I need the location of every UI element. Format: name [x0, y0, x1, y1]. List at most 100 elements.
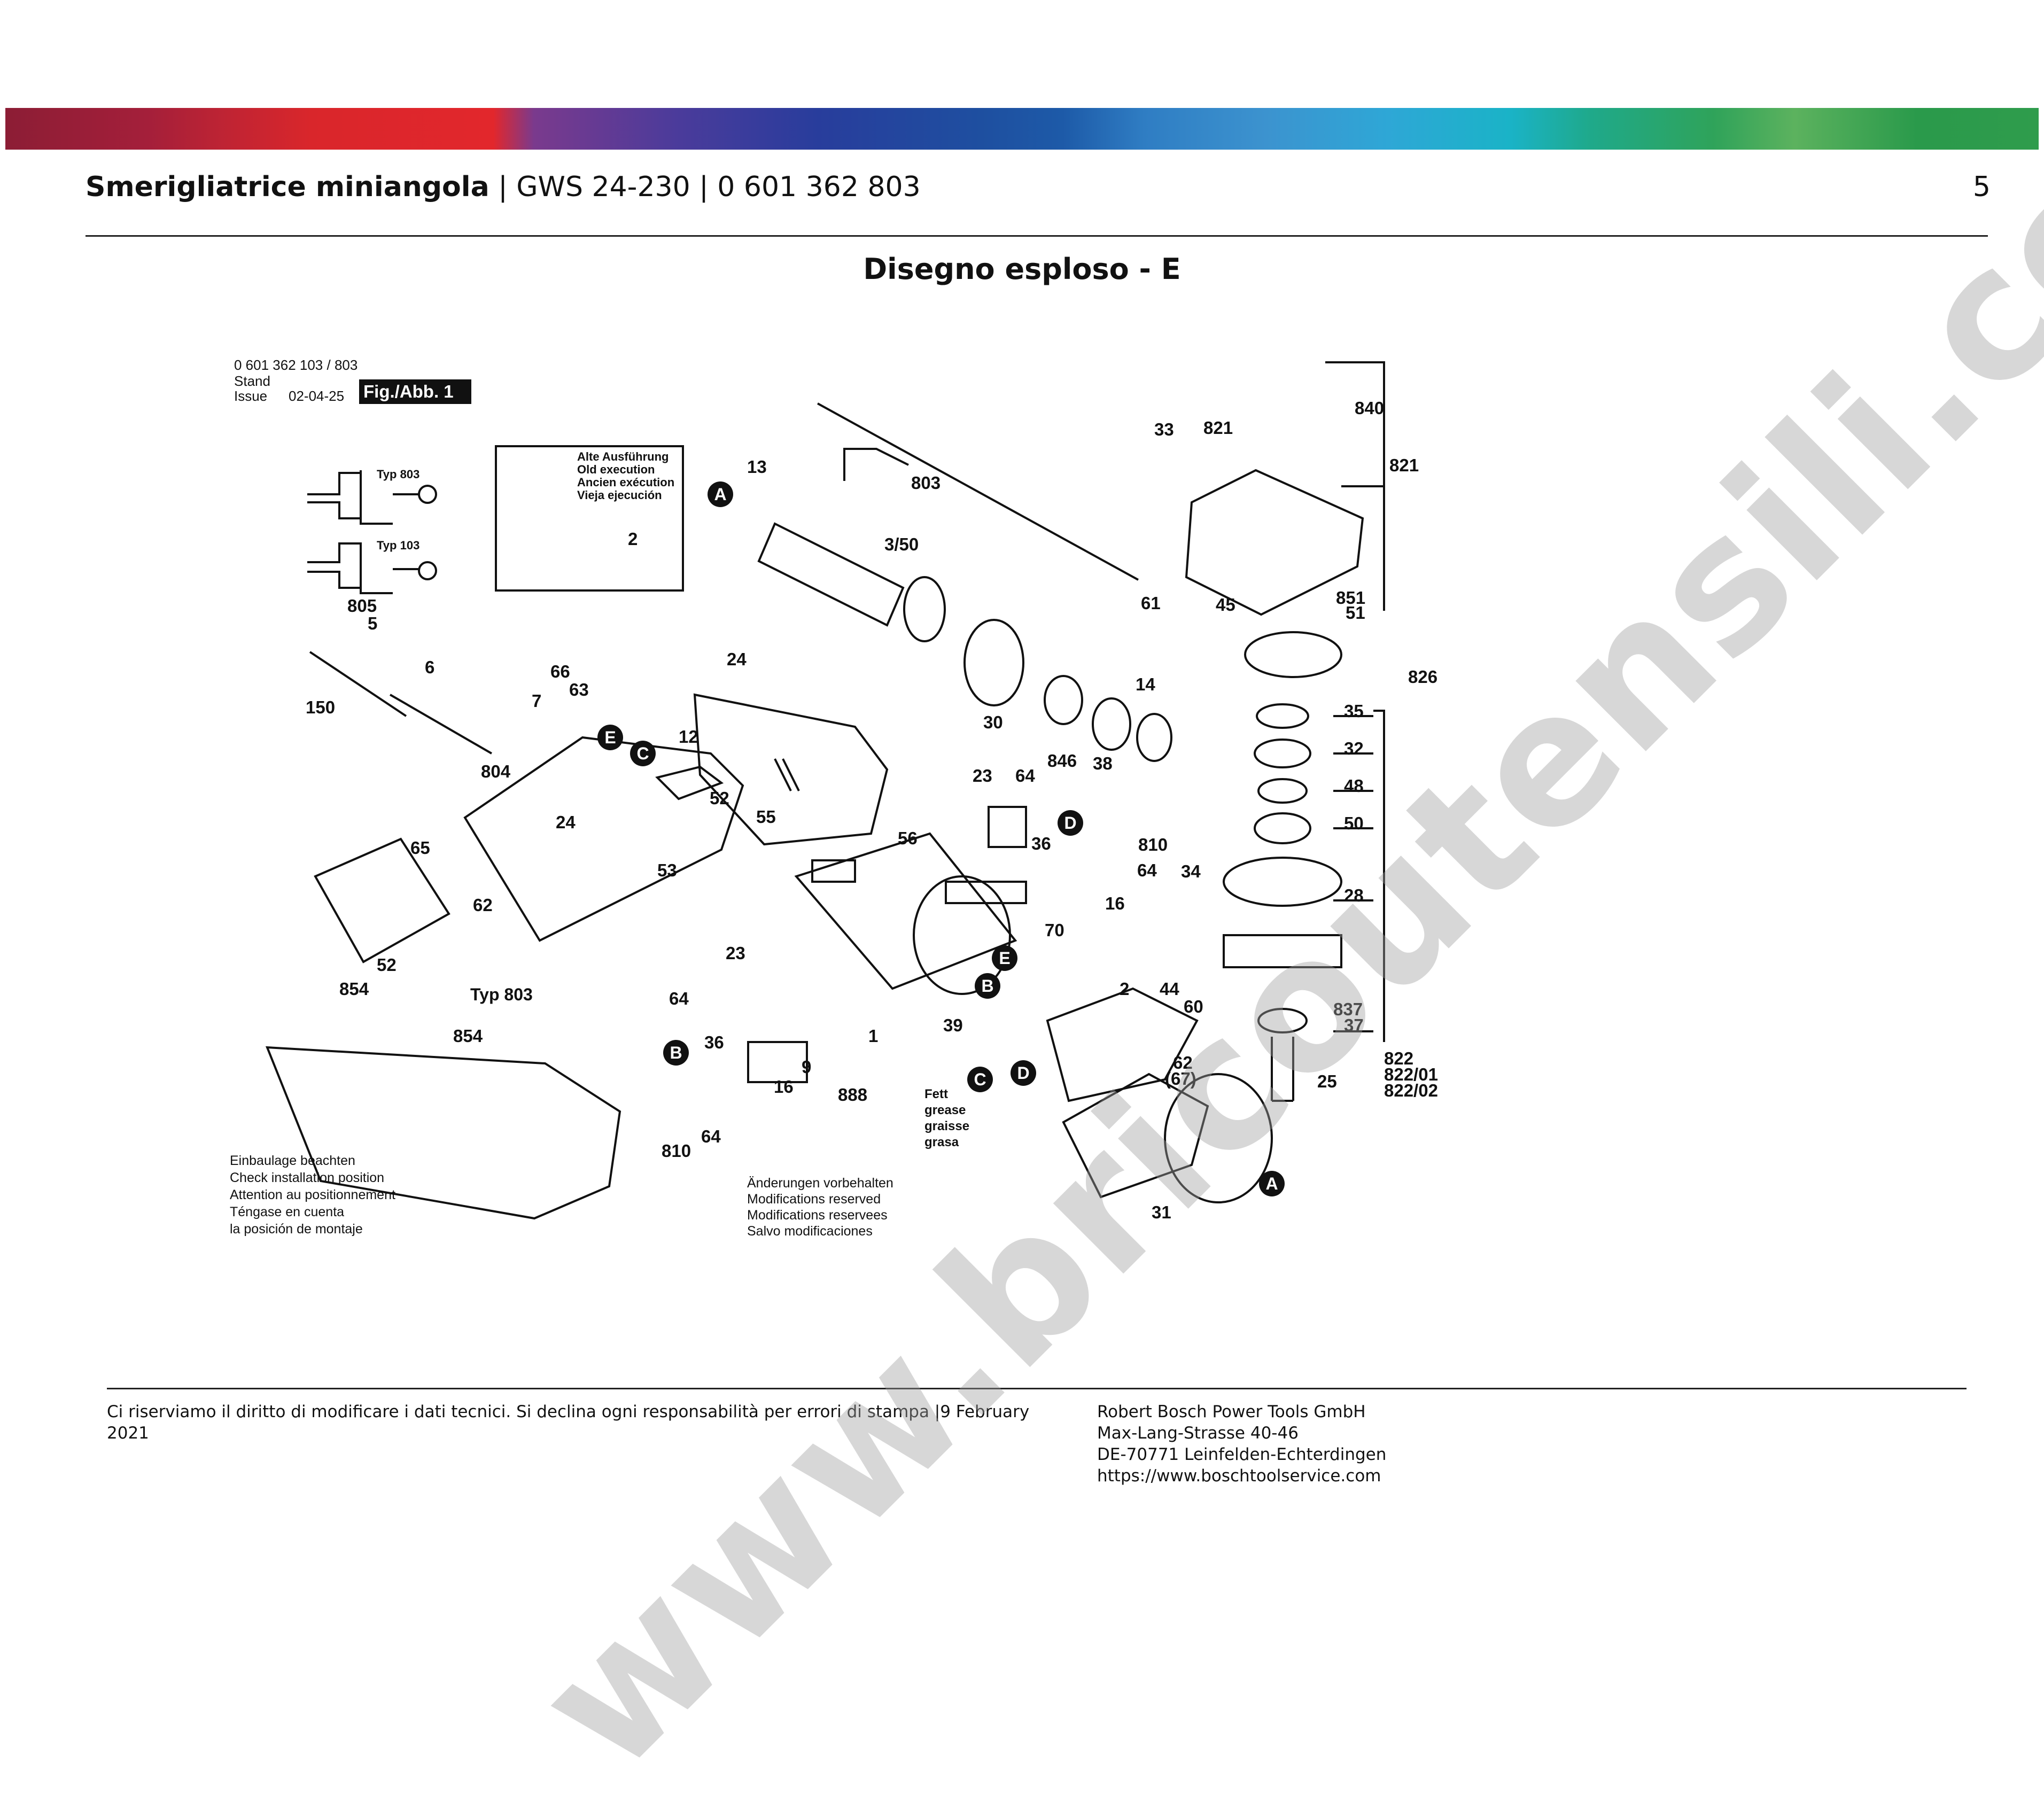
callout-d-top: [1058, 810, 1083, 836]
part-822: 822: [1384, 1048, 1413, 1068]
issue-date: 02-04-25: [289, 388, 344, 404]
brush-12: [655, 765, 724, 800]
part-32: 32: [1344, 739, 1364, 758]
part-822-02: 822/02: [1384, 1081, 1438, 1100]
company-website: https://www.boschtoolservice.com: [1097, 1466, 1381, 1486]
part-55: 55: [756, 807, 776, 827]
section-title: Disegno esploso - E: [863, 252, 1181, 286]
handle-24-upper: [693, 693, 889, 846]
callout-b-left: [663, 1040, 689, 1066]
part-64-c: 64: [669, 989, 689, 1008]
part-36-b: 36: [704, 1032, 724, 1052]
part-14: 14: [1136, 674, 1155, 694]
part-56: 56: [898, 828, 918, 848]
fett-es: grasa: [924, 1135, 959, 1149]
page-number: 5: [1972, 171, 1991, 203]
callout-e-top-label: E: [604, 728, 616, 747]
old-exec-en: Old execution: [577, 463, 655, 476]
bearing-14: [1136, 713, 1172, 762]
footer-divider: [107, 1388, 1967, 1389]
part-3-50: 3/50: [884, 534, 919, 554]
callout-b-right: [975, 973, 1000, 999]
callout-a-top-label: A: [714, 485, 726, 504]
header-divider: [86, 235, 1988, 237]
ring-846: [1044, 675, 1083, 725]
part-25: 25: [1317, 1071, 1337, 1091]
old-exec-es: Vieja ejecución: [577, 488, 662, 502]
part-840: 840: [1355, 398, 1384, 418]
page-header-title: Smerigliatrice miniangola | GWS 24-230 |…: [86, 171, 921, 203]
install-note-es2: la posición de montaje: [230, 1222, 363, 1237]
part-1: 1: [868, 1026, 878, 1046]
part-23-a: 23: [973, 766, 992, 786]
label-70: [945, 881, 1027, 904]
part-35: 35: [1344, 701, 1364, 721]
part-70: 70: [1045, 920, 1064, 940]
mods-note-en: Modifications reserved: [747, 1192, 881, 1207]
bracket-822: [1333, 710, 1385, 1042]
fett-fr: graisse: [924, 1119, 969, 1133]
part-837: 837: [1333, 999, 1363, 1019]
callout-e-bottom: [992, 945, 1017, 971]
part-52-a: 52: [710, 788, 729, 808]
wiring-diagram-803: [307, 470, 419, 525]
bearing-837: [1257, 1008, 1308, 1033]
assembly-854: [265, 1046, 621, 1220]
part-16-b: 16: [774, 1077, 794, 1097]
part-846: 846: [1047, 751, 1077, 771]
part-36-a: 36: [1031, 834, 1051, 853]
motor-symbol-103: [418, 561, 437, 580]
switch-assembly: [314, 837, 450, 963]
cover-23: [747, 1041, 808, 1083]
typ-803-label: Typ 803: [377, 468, 419, 481]
part-12: 12: [679, 727, 698, 747]
armature-commutator: [903, 576, 946, 642]
part-888: 888: [838, 1085, 867, 1105]
mods-note-fr: Modifications reservees: [747, 1208, 888, 1223]
bearing-plate-30: [963, 619, 1024, 706]
old-exec-fr: Ancien exécution: [577, 476, 674, 489]
callout-c-top: [630, 741, 656, 766]
wiring-diagram-103: [307, 542, 419, 594]
motor-symbol-803: [418, 485, 437, 504]
old-exec-de: Alte Ausführung: [577, 450, 669, 463]
part-50: 50: [1344, 813, 1364, 833]
issue-label: Issue: [234, 388, 267, 404]
company-name: Robert Bosch Power Tools GmbH: [1097, 1402, 1366, 1421]
part-60: 60: [1184, 997, 1203, 1016]
motor-housing-1: [794, 832, 1017, 990]
handle-24-lower: [463, 736, 744, 942]
install-note-es1: Téngase en cuenta: [230, 1204, 344, 1219]
ring-31: [1164, 1073, 1273, 1203]
spring-55: [774, 758, 800, 791]
fett-en: grease: [924, 1103, 966, 1117]
part-804: 804: [481, 761, 511, 781]
callout-c-bottom: [967, 1067, 993, 1092]
part-150: 150: [306, 697, 335, 717]
part-16-a: 16: [1105, 893, 1125, 913]
company-city: DE-70771 Leinfelden-Echterdingen: [1097, 1445, 1387, 1464]
part-6: 6: [425, 657, 434, 677]
callout-d-top-label: D: [1064, 813, 1076, 833]
motor-housing-opening: [913, 875, 1011, 995]
bracket-840-821: [1325, 361, 1385, 611]
part-826: 826: [1408, 667, 1437, 687]
spindle-25: [1271, 1037, 1294, 1102]
part-53: 53: [657, 860, 677, 880]
install-note-de: Einbaulage beachten: [230, 1153, 355, 1168]
company-street: Max-Lang-Strasse 40-46: [1097, 1424, 1299, 1443]
callout-d-bottom: [1011, 1060, 1036, 1086]
part-854-b: 854: [453, 1026, 483, 1046]
flange-28: [1223, 934, 1342, 968]
part-38: 38: [1093, 753, 1113, 773]
old-execution-box: [495, 445, 684, 592]
part-28: 28: [1344, 885, 1364, 905]
part-61: 61: [1141, 593, 1161, 613]
circlip-48: [1257, 778, 1308, 804]
part-821-b: 821: [1389, 455, 1419, 475]
callout-a-bottom: [1259, 1171, 1285, 1196]
stand-label: Stand: [234, 373, 270, 389]
bearing-35: [1256, 703, 1309, 729]
typ-103-label: Typ 103: [377, 539, 419, 552]
callout-d-bottom-label: D: [1017, 1063, 1029, 1083]
